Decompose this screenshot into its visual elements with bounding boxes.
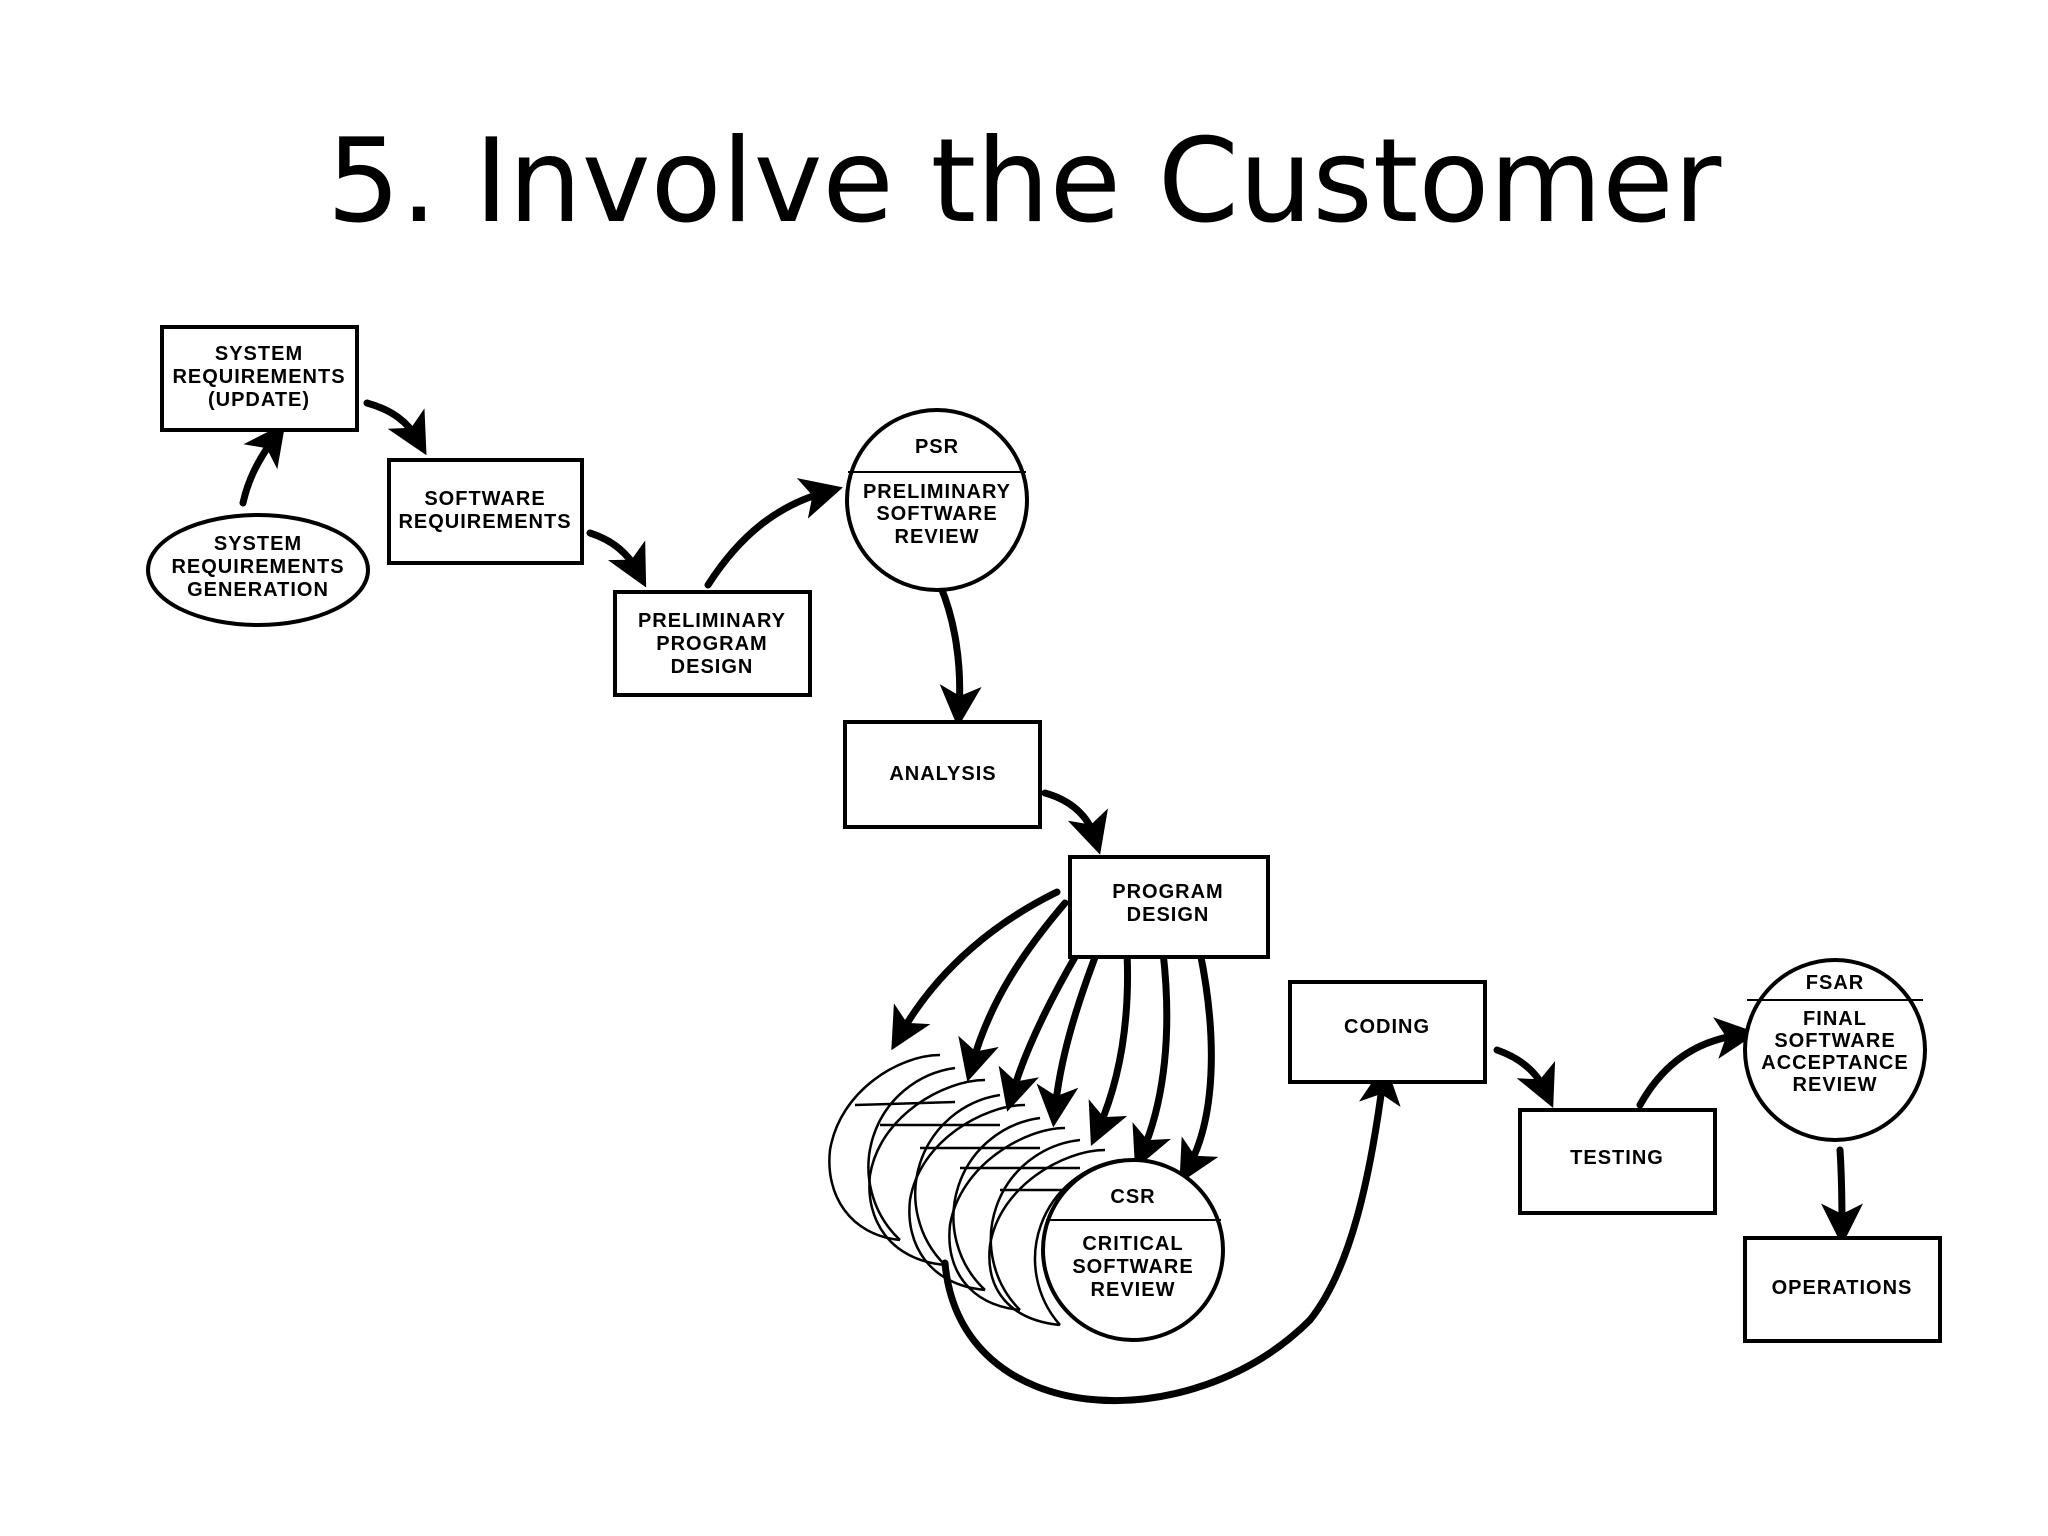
arrow-program-design-to-review-3 <box>998 948 1082 1112</box>
node-label-line: PRELIMINARY <box>863 481 1011 503</box>
node-label-line: PROGRAM <box>1112 881 1223 903</box>
node-label-line: PRELIMINARY <box>638 610 786 632</box>
node-label-line: REQUIREMENTS <box>171 556 344 578</box>
node-label-line: CRITICAL <box>1082 1233 1183 1255</box>
node-operations: OPERATIONS <box>1743 1236 1942 1343</box>
arrow-prelim-design-to-psr <box>704 478 843 589</box>
node-label-line: REQUIREMENTS <box>398 511 571 533</box>
arrow-program-design-to-review-5 <box>1088 948 1131 1147</box>
arrow-csr-to-coding <box>941 1062 1401 1404</box>
node-coding: CODING <box>1288 980 1487 1084</box>
svg-text:ANALYSIS: ANALYSIS <box>889 763 996 785</box>
arrow-program-design-to-review-1 <box>891 888 1061 1051</box>
node-label-line: SYSTEM <box>214 533 302 555</box>
node-label-line: DESIGN <box>1127 904 1210 926</box>
node-label-line: REVIEW <box>895 526 980 548</box>
review-circle-stack <box>828 1053 1121 1327</box>
node-label-line: CODING <box>1344 1016 1430 1038</box>
arrow-analysis-to-program-design <box>1041 789 1108 855</box>
node-label-line: REVIEW <box>1793 1074 1878 1096</box>
node-label-line: PROGRAM <box>656 633 767 655</box>
arrow-coding-to-testing <box>1493 1046 1556 1108</box>
node-label-line: SOFTWARE <box>1774 1030 1895 1052</box>
flow-arrows <box>239 399 1863 1404</box>
node-label-line: SYSTEM <box>215 343 303 365</box>
svg-text:CODING: CODING <box>1344 1016 1430 1038</box>
svg-text:TESTING: TESTING <box>1570 1147 1664 1169</box>
node-analysis: ANALYSIS <box>843 720 1042 829</box>
node-label-line: FINAL <box>1803 1008 1867 1030</box>
node-label-line: SOFTWARE <box>1072 1256 1193 1278</box>
node-label-line: REVIEW <box>1091 1279 1176 1301</box>
node-code: PSR <box>915 436 959 458</box>
arrow-psr-to-analysis <box>936 581 982 728</box>
arrow-software-req-to-prelim-design <box>586 529 647 588</box>
arrow-program-design-to-review-2 <box>958 899 1069 1082</box>
node-code: CSR <box>1110 1186 1155 1208</box>
node-code: FSAR <box>1806 972 1864 994</box>
node-label-line: TESTING <box>1570 1147 1664 1169</box>
node-label-line: ACCEPTANCE <box>1761 1052 1908 1074</box>
arrow-program-design-to-review-6 <box>1132 948 1172 1170</box>
arrow-testing-to-fsar <box>1636 1017 1758 1109</box>
arrow-program-design-to-review-4 <box>1036 948 1101 1128</box>
node-label-line: GENERATION <box>187 579 329 601</box>
node-label-line: DESIGN <box>671 656 754 678</box>
svg-text:OPERATIONS: OPERATIONS <box>1772 1277 1913 1299</box>
node-label-line: (UPDATE) <box>208 389 310 411</box>
arrow-generation-to-update <box>239 422 286 507</box>
node-label-line: SOFTWARE <box>876 503 997 525</box>
arrow-fsar-to-operations <box>1820 1146 1863 1246</box>
node-label-line: ANALYSIS <box>889 763 996 785</box>
node-testing: TESTING <box>1518 1108 1717 1215</box>
slide-title: 5. Involve the Customer <box>326 114 1722 249</box>
node-label-line: SOFTWARE <box>424 488 545 510</box>
node-label-line: REQUIREMENTS <box>172 366 345 388</box>
arrow-program-design-to-review-7 <box>1179 948 1219 1184</box>
arrow-update-to-software-req <box>363 399 427 456</box>
node-label-line: OPERATIONS <box>1772 1277 1913 1299</box>
